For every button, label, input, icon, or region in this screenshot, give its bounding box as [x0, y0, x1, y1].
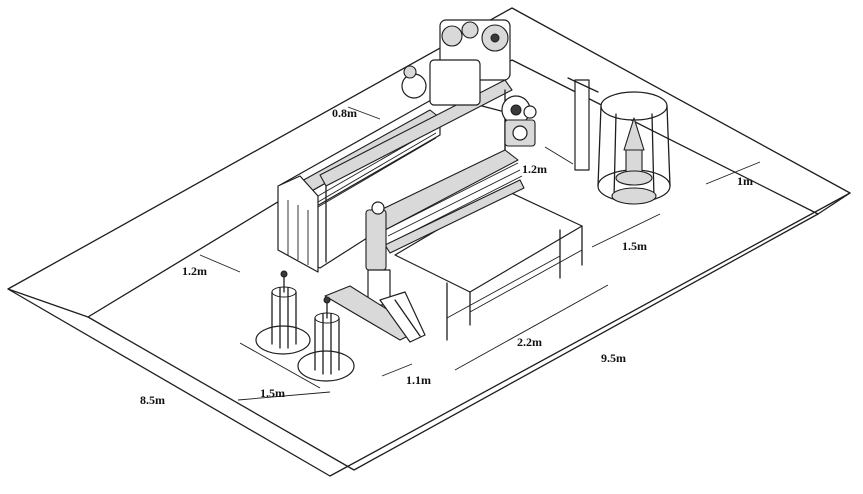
dimension-9-5m: 9.5m [601, 351, 626, 365]
work-table [369, 149, 583, 341]
dimension-1-5m-left: 1.5m [260, 386, 285, 400]
dimension-lines [199, 106, 761, 401]
wire-stand-right [297, 296, 355, 382]
coiler-cage [567, 77, 671, 205]
main-machine [277, 79, 513, 273]
dimension-1-5m-right: 1.5m [622, 239, 647, 253]
dimension-1-2m-left: 1.2m [182, 264, 207, 278]
dimension-1-2m-top: 1.2m [522, 162, 547, 176]
dimension-1-1m: 1.1m [406, 373, 431, 387]
dimension-2-2m: 2.2m [517, 335, 542, 349]
tension-column [324, 201, 426, 343]
dimension-0-8m: 0.8m [332, 106, 357, 120]
drive-unit [401, 19, 537, 147]
dimension-1m: 1m [737, 174, 753, 188]
wire-stand-left [255, 270, 311, 355]
dimension-8-5m: 8.5m [140, 393, 165, 407]
